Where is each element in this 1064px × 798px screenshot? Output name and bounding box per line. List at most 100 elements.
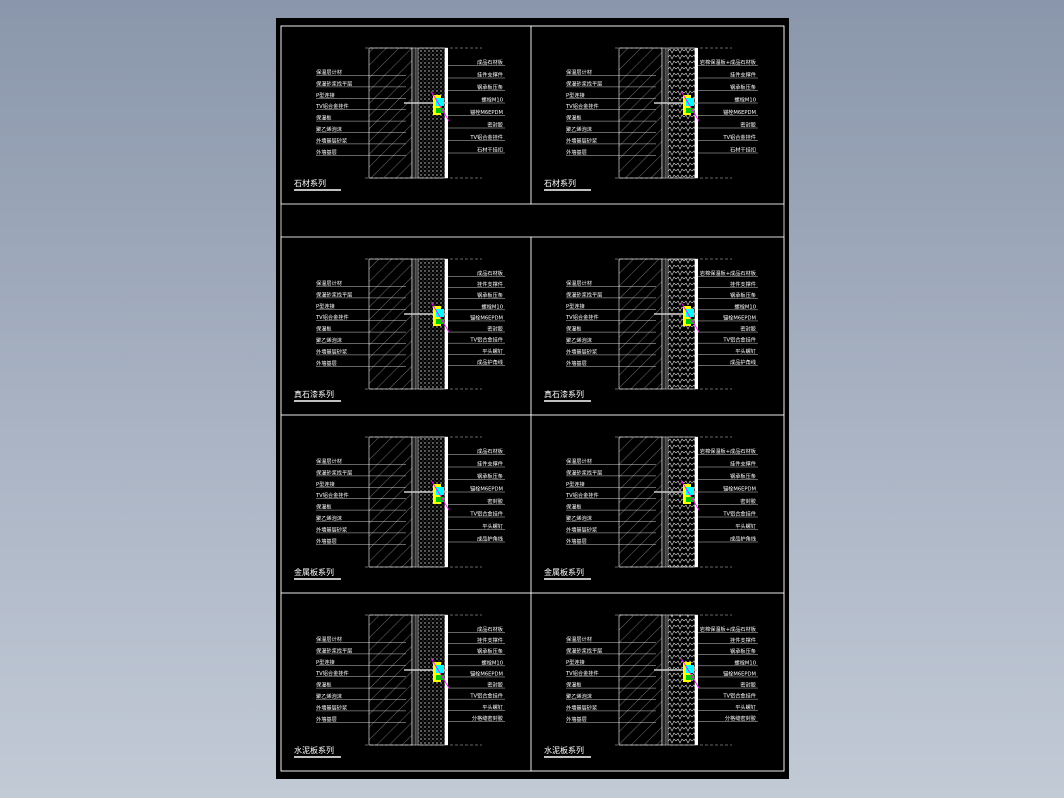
label-left: 外墙基层 <box>566 715 587 723</box>
sealant-line <box>430 479 450 511</box>
green-bracket <box>436 497 444 502</box>
label-left: P型连接 <box>316 480 335 488</box>
label-right: 成品护角线 <box>477 358 503 366</box>
label-right: 挂件支撑件 <box>730 280 756 288</box>
green-bracket <box>686 319 694 324</box>
label-right: TV铝合金挂件 <box>469 336 503 344</box>
mortar-layer <box>411 436 417 568</box>
sealant-line <box>680 657 700 689</box>
label-left: TV铝合金挂件 <box>315 669 349 677</box>
label-left: P型连接 <box>316 658 335 666</box>
cyan-clip <box>436 487 444 495</box>
wall-base-layer <box>368 614 413 746</box>
mortar-layer <box>661 258 667 390</box>
sealant-line <box>680 90 700 122</box>
cladding-board <box>695 48 698 178</box>
cyan-clip <box>436 665 444 673</box>
label-left: 保温砂浆找平层 <box>566 646 602 654</box>
label-left: 保温层计材 <box>316 68 342 76</box>
label-right: TV铝合金挂件 <box>722 133 756 141</box>
label-left: 外墙基层砂浆 <box>566 136 597 144</box>
label-left: 保温板 <box>316 681 332 689</box>
section-drawing: 保温层计材保温砂浆找平层P型连接TV铝合金挂件保温板聚乙烯泡沫外墙基层砂浆外墙基… <box>280 25 785 772</box>
cladding-board <box>695 437 698 567</box>
cyan-clip <box>436 309 444 317</box>
label-left: 保温板 <box>316 114 332 122</box>
label-left: 保温板 <box>316 325 332 333</box>
cyan-clip <box>686 487 694 495</box>
label-left: 保温层计材 <box>316 635 342 643</box>
label-left: 外墙基层砂浆 <box>316 136 347 144</box>
label-left: 保温层计材 <box>566 68 592 76</box>
label-right: 挂件支撑件 <box>730 460 756 468</box>
label-right: 锚栓M6EPDM <box>723 669 756 677</box>
detail-panel: 保温层计材保温砂浆找平层P型连接TV铝合金挂件保温板聚乙烯泡沫外墙基层砂浆外墙基… <box>530 236 785 416</box>
label-right: 钢承板压条 <box>477 647 503 655</box>
label-right: 成品护角线 <box>730 358 756 366</box>
sheet-border <box>280 25 785 772</box>
label-left: 外墙基层砂浆 <box>566 347 597 355</box>
label-left: 外墙基层 <box>566 148 587 156</box>
label-right: 钢承板压条 <box>477 472 503 480</box>
panel-title: 金属板系列 <box>294 567 334 577</box>
green-bracket <box>436 675 444 680</box>
label-right: 岩棉保温板+成品石材板 <box>700 625 757 633</box>
label-right: 螺栓M10 <box>482 658 503 666</box>
label-right: 锚栓M6EPDM <box>470 669 503 677</box>
label-right: 锚栓M6EPDM <box>470 313 503 321</box>
label-right: 螺栓M10 <box>735 302 756 310</box>
cyan-clip <box>686 309 694 317</box>
label-right: 密封胶 <box>740 121 756 129</box>
panel-title: 真石漆系列 <box>544 389 584 399</box>
label-right: 钢承板压条 <box>477 83 503 91</box>
label-right: 螺栓M10 <box>482 302 503 310</box>
wall-base-layer <box>618 614 663 746</box>
label-left: TV铝合金挂件 <box>315 102 349 110</box>
label-left: TV铝合金挂件 <box>315 313 349 321</box>
label-right: 岩棉保温板+成品石材板 <box>700 447 757 455</box>
label-right: 钢承板压条 <box>730 472 756 480</box>
panel-title: 石材系列 <box>544 178 576 188</box>
label-right: 平头螺钉 <box>735 703 756 711</box>
label-right: 挂件支撑件 <box>477 71 503 79</box>
label-right: 平头螺钉 <box>735 522 756 530</box>
label-right: 岩棉保温板+成品石材板 <box>700 269 757 277</box>
label-left: 聚乙烯泡沫 <box>566 692 593 700</box>
label-left: 外墙基层 <box>316 359 337 367</box>
label-right: 锚栓M6EPDM <box>723 485 756 493</box>
panel-frame <box>530 592 785 772</box>
label-right: 钢承板压条 <box>730 291 756 299</box>
label-left: 聚乙烯泡沫 <box>316 336 343 344</box>
green-bracket <box>686 675 694 680</box>
label-right: 平头螺钉 <box>482 703 503 711</box>
label-left: P型连接 <box>566 480 585 488</box>
green-bracket <box>686 497 694 502</box>
label-right: 石材干挂扣 <box>730 146 756 154</box>
cyan-clip <box>686 98 694 106</box>
label-left: 外墙基层砂浆 <box>316 525 347 533</box>
cyan-clip <box>686 665 694 673</box>
label-right: TV铝合金挂件 <box>722 692 756 700</box>
panel-title: 水泥板系列 <box>294 745 334 755</box>
label-left: 保温层计材 <box>566 635 592 643</box>
label-right: 分格缝密封胶 <box>472 714 503 722</box>
wall-base-layer <box>368 47 413 179</box>
label-right: 成品石材板 <box>477 58 504 66</box>
label-left: 保温层计材 <box>316 279 342 287</box>
label-left: 保温砂浆找平层 <box>316 79 352 87</box>
detail-panel: 保温层计材保温砂浆找平层P型连接TV铝合金挂件保温板聚乙烯泡沫外墙基层砂浆外墙基… <box>280 592 532 772</box>
mortar-layer <box>661 614 667 746</box>
label-left: 外墙基层 <box>566 537 587 545</box>
panel-title: 石材系列 <box>294 178 326 188</box>
sealant-line <box>680 479 700 511</box>
cladding-board <box>695 259 698 389</box>
mortar-layer <box>411 258 417 390</box>
sealant-line <box>430 657 450 689</box>
label-left: 聚乙烯泡沫 <box>566 336 593 344</box>
label-right: 分格缝密封胶 <box>725 714 756 722</box>
label-left: 外墙基层砂浆 <box>566 703 597 711</box>
label-right: 螺栓M10 <box>482 96 503 104</box>
label-right: TV铝合金挂件 <box>722 510 756 518</box>
label-left: 聚乙烯泡沫 <box>316 514 343 522</box>
